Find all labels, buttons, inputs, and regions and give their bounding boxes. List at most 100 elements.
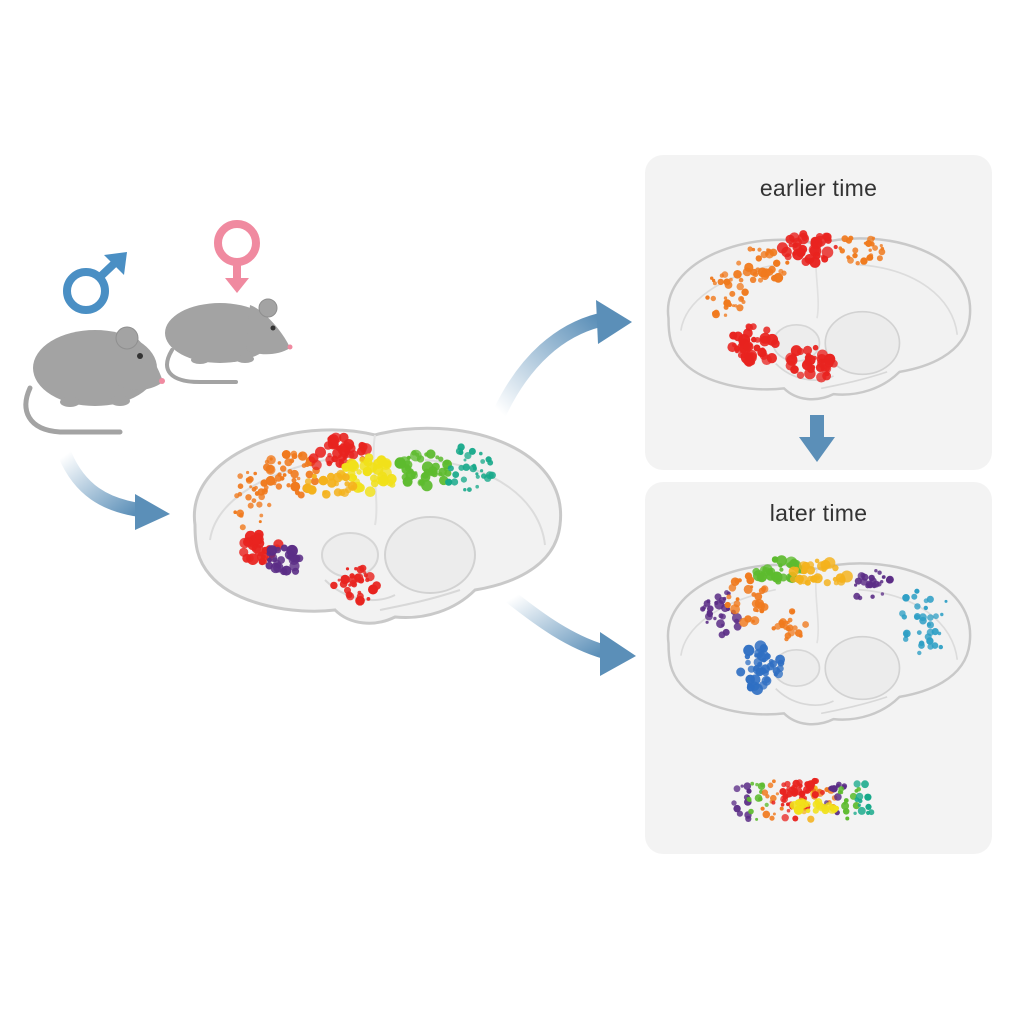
activity-dot (729, 290, 736, 297)
activity-dot (724, 281, 733, 289)
activity-dot (707, 605, 714, 612)
activity-dot (743, 328, 753, 339)
activity-dot (245, 494, 252, 501)
activity-dot (786, 620, 790, 625)
activity-dot (877, 570, 882, 575)
activity-dot (853, 592, 861, 600)
activity-dot (246, 477, 253, 484)
activity-dot (279, 476, 285, 481)
activity-dot (738, 277, 744, 283)
activity-dot (435, 455, 440, 460)
activity-dot (773, 272, 784, 283)
activity-dot (723, 313, 728, 317)
activity-dot (798, 561, 809, 571)
activity-dot (743, 644, 755, 657)
activity-dot (734, 618, 740, 624)
arrow-to-later-panel (505, 591, 636, 676)
activity-dot (729, 277, 733, 282)
activity-dot (351, 581, 358, 588)
activity-dot (431, 462, 440, 471)
activity-dot (280, 567, 288, 576)
activity-dot (750, 781, 755, 786)
activity-dot (349, 450, 359, 460)
activity-dot (867, 235, 875, 243)
activity-dot (734, 304, 738, 308)
activity-dot (756, 572, 767, 583)
activity-dot (872, 580, 880, 588)
activity-dot (760, 251, 768, 259)
activity-dot (773, 672, 778, 677)
activity-dot (854, 577, 862, 585)
activity-dot (793, 566, 800, 572)
activity-dot (794, 787, 803, 796)
activity-dot (379, 475, 389, 485)
activity-dot (914, 588, 920, 594)
activity-dot (823, 579, 831, 587)
activity-dot (737, 351, 745, 359)
activity-dot (743, 782, 752, 790)
activity-dot (386, 473, 397, 485)
activity-dot (857, 806, 866, 815)
activity-dot (736, 667, 746, 677)
activity-dot (878, 248, 886, 256)
activity-dot (290, 556, 296, 563)
activity-dot (855, 261, 860, 266)
activity-dot (841, 235, 849, 243)
activity-dot (914, 614, 920, 620)
activity-dot (830, 785, 838, 793)
activity-dot (836, 781, 842, 788)
activity-dot (927, 622, 931, 627)
activity-dot (360, 443, 372, 455)
activity-dot (746, 796, 752, 802)
activity-dot (717, 278, 724, 286)
activity-dot (868, 248, 872, 252)
activity-dot (736, 260, 742, 266)
activity-dot (837, 790, 842, 795)
activity-dot (322, 490, 331, 499)
activity-dot (418, 479, 424, 486)
activity-dot (344, 481, 351, 487)
activity-dot (788, 242, 794, 248)
activity-dot (760, 271, 766, 277)
activity-dot (780, 802, 785, 807)
activity-dot (258, 520, 262, 524)
activity-dot (460, 476, 467, 483)
activity-dot (233, 510, 237, 514)
activity-dot (790, 575, 797, 583)
activity-dot (741, 288, 749, 296)
activity-dot (756, 602, 766, 611)
activity-dot (790, 558, 798, 566)
arrow-to-center-brain (58, 448, 170, 530)
activity-dot (821, 246, 834, 259)
activity-dot (302, 485, 310, 492)
activity-dot (736, 304, 744, 312)
activity-dot (247, 553, 259, 565)
activity-dot (781, 246, 792, 258)
activity-dot (475, 484, 480, 489)
activity-dot (775, 259, 779, 263)
activity-dot (475, 474, 480, 479)
activity-dot (341, 473, 350, 482)
activity-dot (807, 815, 815, 823)
activity-dot (767, 782, 774, 789)
activity-dot (265, 475, 276, 486)
activity-dot (864, 793, 872, 801)
activity-dot (749, 276, 757, 283)
activity-dot (356, 565, 365, 574)
activity-dot (917, 650, 922, 656)
activity-dot (861, 780, 869, 789)
activity-dot (834, 793, 842, 801)
activity-dot (749, 323, 757, 330)
activity-dot (860, 578, 868, 586)
activity-dot (254, 529, 264, 540)
activity-dot (379, 458, 392, 470)
activity-dot (858, 798, 863, 804)
activity-dot (751, 619, 755, 623)
activity-dot (452, 471, 460, 478)
activity-dot (821, 566, 827, 572)
activity-dot (796, 779, 803, 786)
activity-dot (475, 472, 479, 476)
activity-dot (327, 478, 337, 488)
activity-dot (294, 489, 300, 495)
activity-dot (284, 458, 293, 467)
